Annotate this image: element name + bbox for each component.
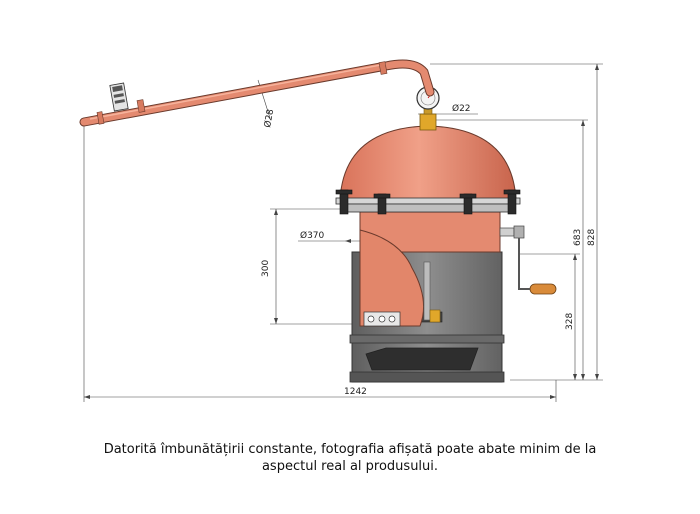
disclaimer-line-2: aspectul real al produsului. — [261, 459, 439, 474]
firebox-height-label: 328 — [565, 313, 575, 330]
dimension-arrows — [84, 64, 599, 399]
dome-height-label: 683 — [573, 229, 583, 246]
total-width-label: 1242 — [344, 387, 367, 397]
disclaimer-caption: Datorită îmbunătățirii constante, fotogr… — [60, 441, 640, 475]
total-height-label: 828 — [587, 229, 597, 246]
distiller-technical-drawing: Ø28 Ø22 Ø370 300 328 683 828 1242 — [79, 59, 603, 402]
outlet-diameter-label: Ø22 — [452, 103, 471, 114]
vessel-diameter-label: Ø370 — [300, 230, 325, 241]
copper-vessel — [359, 211, 501, 327]
dimension-lines — [83, 63, 603, 402]
copper-pipe — [79, 59, 435, 127]
crank-handle — [499, 225, 557, 295]
vessel-height-label: 300 — [261, 260, 271, 277]
lid-clamps — [335, 189, 521, 215]
copper-dome — [335, 125, 521, 213]
disclaimer-line-1: Datorită îmbunătățirii constante, fotogr… — [103, 442, 597, 457]
pipe-diameter-label: Ø28 — [262, 108, 276, 128]
